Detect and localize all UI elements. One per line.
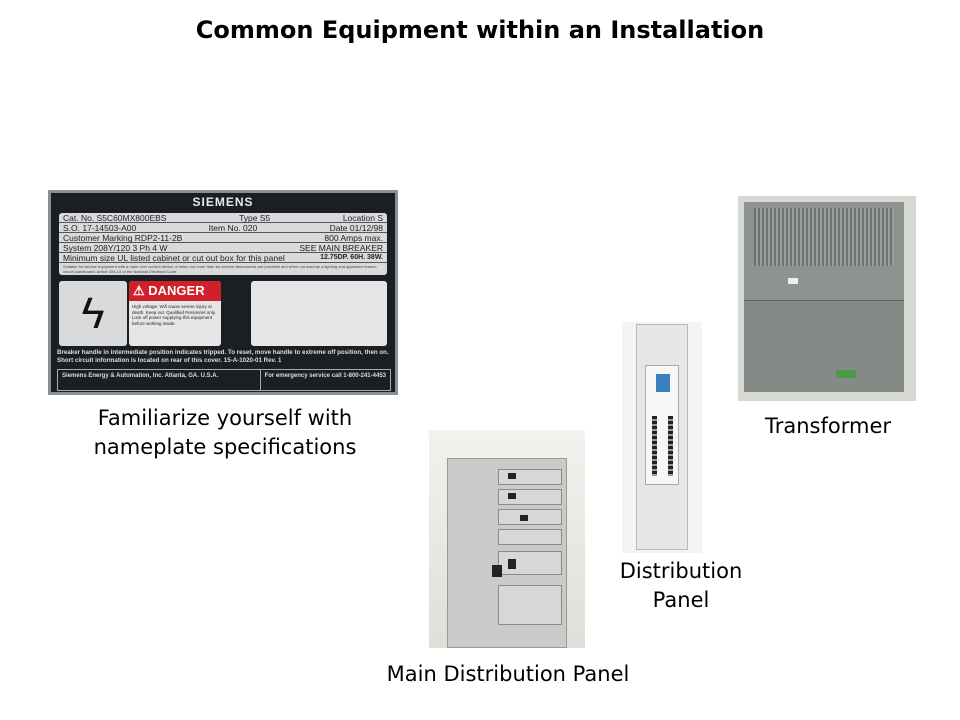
danger-text: High voltage. Will cause severe injury o… [132,304,216,326]
danger-sign: ⚠ DANGER High voltage. Will cause severe… [129,281,221,346]
danger-label: ⚠ DANGER [129,281,221,301]
emergency-info: For emergency service call 1-800-241-445… [264,373,386,379]
spec-row: Minimum size UL listed cabinet or cut ou… [59,253,387,263]
distribution-panel-caption: Distribution Panel [600,557,762,615]
nameplate-footer: Siemens Energy & Automation, Inc. Atlant… [57,369,391,391]
spec-cell: 800 Amps max. [324,233,383,243]
breaker-warning: Breaker handle in intermediate position … [57,349,389,364]
spec-cell: Date 01/12/98 [329,223,383,233]
fine-print: Suitable for service equipment with a ma… [63,264,377,274]
spec-cell: S.O. 17-14503-A00 [63,223,137,233]
high-voltage-bolt-icon: ϟ [59,281,127,346]
company-info: Siemens Energy & Automation, Inc. Atlant… [58,370,261,390]
main-distribution-panel-photo [429,430,585,648]
caption-line: Panel [652,588,710,612]
spec-cell: Customer Marking RDP2-11-2B [63,233,183,243]
nameplate-photo: SIEMENS Cat. No. S5C60MX800EBS Type S5 Loc… [48,190,398,395]
transformer-enclosure [744,202,904,392]
spec-cell: Minimum size UL listed cabinet or cut ou… [63,253,285,263]
main-panel-caption: Main Distribution Panel [386,662,630,686]
transformer-photo [738,196,916,401]
caption-line: Familiarize yourself with [97,406,353,430]
spec-cell: Type S5 [239,213,271,223]
switchboard-cabinet [447,458,567,648]
nameplate-caption: Familiarize yourself with nameplate spec… [48,404,402,462]
spec-cell: SEE MAIN BREAKER [299,243,383,253]
spec-cell: System 208Y/120 3 Ph 4 W [63,243,168,253]
spec-row: System 208Y/120 3 Ph 4 W SEE MAIN BREAKER [59,243,387,253]
spec-cell: Item No. 020 [208,223,258,233]
spec-row: Customer Marking RDP2-11-2B 800 Amps max. [59,233,387,243]
transformer-caption: Transformer [764,414,891,438]
slide-title: Common Equipment within an Installation [195,16,765,44]
distribution-panel-photo [622,322,702,553]
spec-row: Cat. No. S5C60MX800EBS Type S5 Location S [59,213,387,223]
caption-line: nameplate specifications [93,435,357,459]
spec-cell: 12.75DP. 60H. 38W. [320,254,383,261]
spec-row: S.O. 17-14503-A00 Item No. 020 Date 01/12/… [59,223,387,233]
spec-cell: Cat. No. S5C60MX800EBS [63,213,167,223]
spec-cell: Location S [342,213,383,223]
blank-label-area [251,281,387,346]
nameplate-brand: SIEMENS [192,195,254,209]
panelboard [636,324,688,550]
caption-line: Distribution [619,559,743,583]
